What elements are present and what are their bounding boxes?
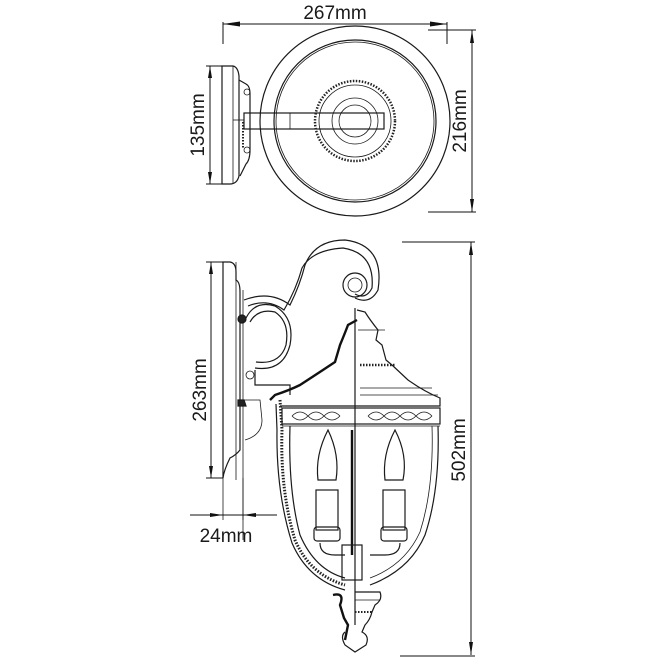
width-dimension: 267mm xyxy=(222,3,448,44)
top-view: 267mm 135mm xyxy=(188,3,476,217)
decorative-band xyxy=(281,407,441,425)
finial xyxy=(332,591,382,653)
top-depth-dimension: 216mm xyxy=(428,29,476,213)
backplate-top xyxy=(221,65,251,185)
lantern-body xyxy=(275,399,440,591)
total-height-dimension: 502mm xyxy=(400,241,475,657)
candle-bulbs xyxy=(313,428,408,581)
canopy-circles xyxy=(259,25,451,217)
projection-dimension: 24mm xyxy=(190,513,277,547)
backplate-height-dimension-top: 135mm xyxy=(188,65,222,185)
width-label: 267mm xyxy=(303,3,366,24)
side-view: 263mm 24mm xyxy=(190,239,475,657)
projection-label: 24mm xyxy=(200,526,253,547)
arm-top xyxy=(243,112,385,130)
top-depth-label: 216mm xyxy=(450,89,471,152)
lantern-crown xyxy=(269,308,441,625)
total-height-label: 502mm xyxy=(449,418,470,481)
backplate-height-top-label: 135mm xyxy=(188,93,209,156)
backplate-height-dimension-side: 263mm xyxy=(190,261,223,479)
backplate-height-side-label: 263mm xyxy=(190,358,211,421)
scroll-arm xyxy=(243,239,380,441)
backplate-side xyxy=(222,261,247,540)
